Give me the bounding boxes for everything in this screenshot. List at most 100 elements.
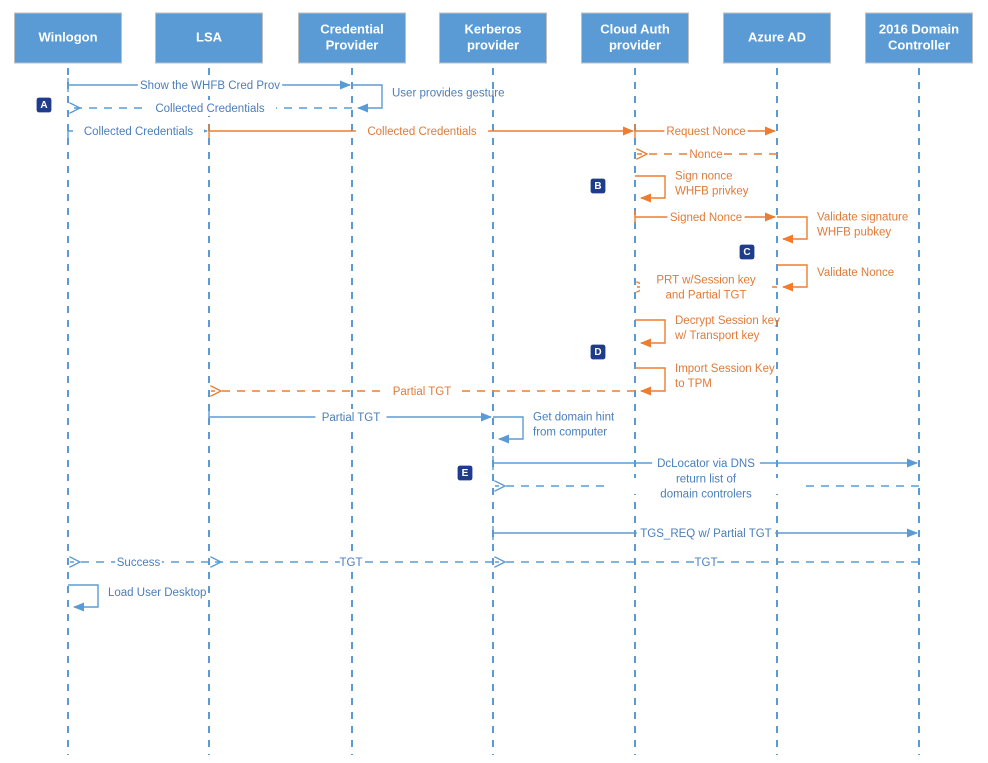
message-label: Collected Credentials [84,126,194,138]
message-label: Nonce [689,149,722,161]
msg-validate-nonce[interactable]: Validate Nonce [777,264,894,292]
label-backdrop [339,554,363,570]
label-backdrop [640,279,772,295]
message-label: domain controlers [660,489,752,501]
label-backdrop [664,123,748,139]
lane-header-azuread[interactable]: Azure AD [723,12,831,64]
self-loop-arrow [777,264,808,292]
step-marker-c[interactable]: C [738,243,756,261]
markers-group: A B C D E [35,96,756,482]
marker-letter: A [40,100,47,111]
marker-letter: B [594,181,601,192]
message-label: Partial TGT [322,412,381,424]
msg-collected-credentials-back[interactable]: Collected Credentials [70,100,352,116]
message-label: Sign nonce [675,171,733,183]
lane-label-kerberos: provider [467,37,519,52]
lane-label-lsa: LSA [196,29,223,44]
lane-label-winlogon: Winlogon [38,29,97,44]
msg-partial-tgt-to-kerberos[interactable]: Partial TGT [208,409,492,425]
lane-label-kerberos: Kerberos [464,21,521,36]
message-label: TGT [340,557,363,569]
label-backdrop [137,77,283,93]
message-label: PRT w/Session key [656,275,756,287]
lane-label-azuread: Azure AD [748,29,806,44]
message-label: return list of [676,474,737,486]
message-label: Partial TGT [393,386,452,398]
marker-badge [589,343,607,361]
lane-header-lsa[interactable]: LSA [155,12,263,64]
lane-header-winlogon[interactable]: Winlogon [14,12,122,64]
marker-letter: C [743,247,750,258]
msg-collected-credentials-cloudauth[interactable]: Collected Credentials [208,123,634,139]
label-backdrop [606,478,806,494]
lane-label-dc2016: Controller [888,37,950,52]
msg-get-domain-hint[interactable]: Get domain hint from computer [493,412,615,444]
message-label: TGT [695,557,718,569]
self-loop-arrow [493,416,524,444]
message-label: Request Nonce [666,126,745,138]
message-label: Load User Desktop [108,587,206,599]
message-label: from computer [533,427,607,439]
message-label: Success [117,557,161,569]
step-marker-d[interactable]: D [589,343,607,361]
label-backdrop [143,100,277,116]
msg-collected-credentials-lsa[interactable]: Collected Credentials [67,123,208,139]
msg-prt-session-key[interactable]: PRT w/Session key and Partial TGT [637,275,777,302]
message-label: WHFB privkey [675,186,749,198]
marker-badge [738,243,756,261]
marker-letter: E [462,468,469,479]
marker-badge [589,177,607,195]
msg-load-user-desktop[interactable]: Load User Desktop [68,584,206,612]
label-backdrop [652,455,760,471]
lane-label-credprov: Credential [320,21,384,36]
label-backdrop [667,209,745,225]
message-label: Validate signature [817,212,908,224]
msg-request-nonce[interactable]: Request Nonce [634,123,776,139]
msg-show-whfb-cred-prov[interactable]: Show the WHFB Cred Prov [67,77,351,93]
message-label: WHFB pubkey [817,227,891,239]
message-label: and Partial TGT [666,290,747,302]
message-label: TGS_REQ w/ Partial TGT [640,528,771,540]
msg-success[interactable]: Success [70,554,209,570]
msg-tgt-to-lsa[interactable]: TGT [211,554,493,570]
message-label: DcLocator via DNS [657,458,755,470]
msg-return-list-domain-controllers[interactable]: return list of domain controlers [495,474,919,501]
msg-tgt-to-kerberos[interactable]: TGT [495,554,919,570]
msg-nonce[interactable]: Nonce [637,146,777,162]
self-loop-arrow [352,84,383,113]
message-label: Show the WHFB Cred Prov [140,80,280,92]
lifelines-group [67,68,920,755]
msg-dclocator-via-dns[interactable]: DcLocator via DNS [492,455,918,471]
step-marker-b[interactable]: B [589,177,607,195]
label-backdrop [386,383,458,399]
lane-label-cloudauth: provider [609,37,661,52]
step-marker-e[interactable]: E [456,464,474,482]
label-backdrop [115,554,162,570]
lane-label-cloudauth: Cloud Auth [600,21,670,36]
message-label: Validate Nonce [817,267,894,279]
message-label: Get domain hint [533,412,615,424]
msg-signed-nonce[interactable]: Signed Nonce [634,209,776,225]
msg-partial-tgt-to-lsa[interactable]: Partial TGT [211,383,635,399]
msg-user-provides-gesture[interactable]: User provides gesture [352,84,505,113]
label-backdrop [694,554,718,570]
message-label: Signed Nonce [670,212,742,224]
step-marker-a[interactable]: A [35,96,53,114]
msg-tgs-req-partial-tgt[interactable]: TGS_REQ w/ Partial TGT [492,525,918,541]
label-backdrop [73,123,204,139]
self-loop-arrow [635,367,666,396]
message-label: Decrypt Session key [675,315,780,327]
message-label: Collected Credentials [367,126,477,138]
marker-badge [456,464,474,482]
